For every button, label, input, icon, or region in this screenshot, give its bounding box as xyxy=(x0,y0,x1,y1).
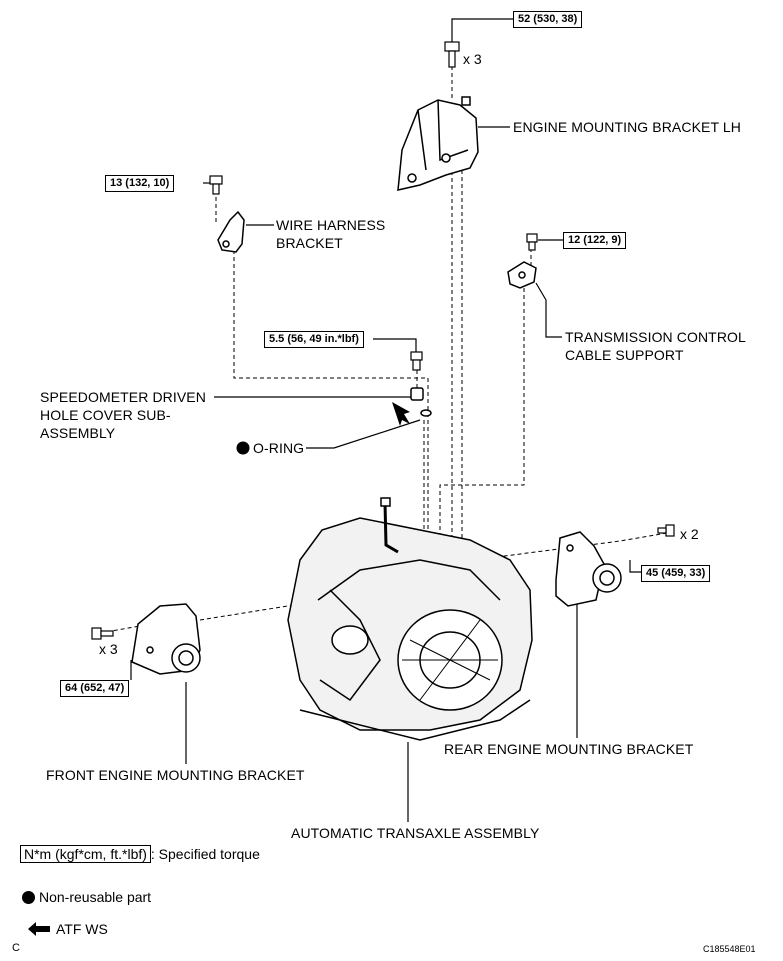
label-automatic-transaxle-assembly: AUTOMATIC TRANSAXLE ASSEMBLY xyxy=(291,825,540,841)
label-transmission-control-1: TRANSMISSION CONTROL xyxy=(565,329,746,345)
label-front-engine-mounting-bracket: FRONT ENGINE MOUNTING BRACKET xyxy=(46,767,305,783)
qty-front-mount: x 3 xyxy=(99,641,118,657)
footer-left-letter: C xyxy=(12,942,20,954)
torque-speedometer: 5.5 (56, 49 in.*lbf) xyxy=(264,331,364,348)
apply-arrow-icon xyxy=(392,402,410,426)
torque-wire-harness: 13 (132, 10) xyxy=(105,175,175,192)
label-wire-harness-1: WIRE HARNESS xyxy=(276,217,386,233)
torque-transmission-control: 12 (122, 9) xyxy=(563,232,627,249)
non-reusable-dot-icon xyxy=(22,891,35,904)
label-engine-mounting-bracket-lh: ENGINE MOUNTING BRACKET LH xyxy=(513,119,741,135)
bolt-icon xyxy=(91,41,675,640)
legend-torque-unit: N*m (kgf*cm, ft.*lbf) xyxy=(20,845,151,863)
front-engine-mounting-bracket-icon xyxy=(131,603,201,675)
label-transmission-control-2: CABLE SUPPORT xyxy=(565,347,684,363)
qty-rear-mount: x 2 xyxy=(680,526,699,542)
legend-non-reusable-text: Non-reusable part xyxy=(39,889,152,905)
label-speedometer-1: SPEEDOMETER DRIVEN xyxy=(40,389,206,405)
legend-torque-desc: : Specified torque xyxy=(150,846,260,862)
engine-mounting-bracket-lh-icon xyxy=(397,96,479,191)
rear-engine-mounting-bracket-icon xyxy=(555,531,622,607)
label-speedometer-3: ASSEMBLY xyxy=(40,425,116,441)
label-speedometer-2: HOLE COVER SUB- xyxy=(40,407,171,423)
automatic-transaxle-assembly-icon xyxy=(287,497,533,741)
label-rear-engine-mounting-bracket: REAR ENGINE MOUNTING BRACKET xyxy=(444,741,694,757)
label-o-ring: O-RING xyxy=(253,440,305,456)
apply-arrow-icon xyxy=(28,922,50,936)
figure-code: C185548E01 xyxy=(703,944,756,954)
transmission-control-cable-support-icon xyxy=(507,261,537,289)
label-wire-harness-2: BRACKET xyxy=(276,235,343,251)
speedometer-cover-icon xyxy=(410,387,432,417)
legend-torque: N*m (kgf*cm, ft.*lbf): Specified torque xyxy=(20,845,260,863)
legend-atf: ATF WS xyxy=(28,920,108,938)
torque-front-mount: 64 (652, 47) xyxy=(60,680,130,697)
qty-engine-bracket: x 3 xyxy=(463,51,482,67)
wire-harness-bracket-icon xyxy=(217,210,245,253)
torque-rear-mount: 45 (459, 33) xyxy=(641,565,711,582)
non-reusable-dot-icon xyxy=(236,441,250,455)
legend-non-reusable: Non-reusable part xyxy=(22,888,151,906)
legend-atf-text: ATF WS xyxy=(56,921,108,937)
torque-engine-bracket: 52 (530, 38) xyxy=(513,11,583,28)
